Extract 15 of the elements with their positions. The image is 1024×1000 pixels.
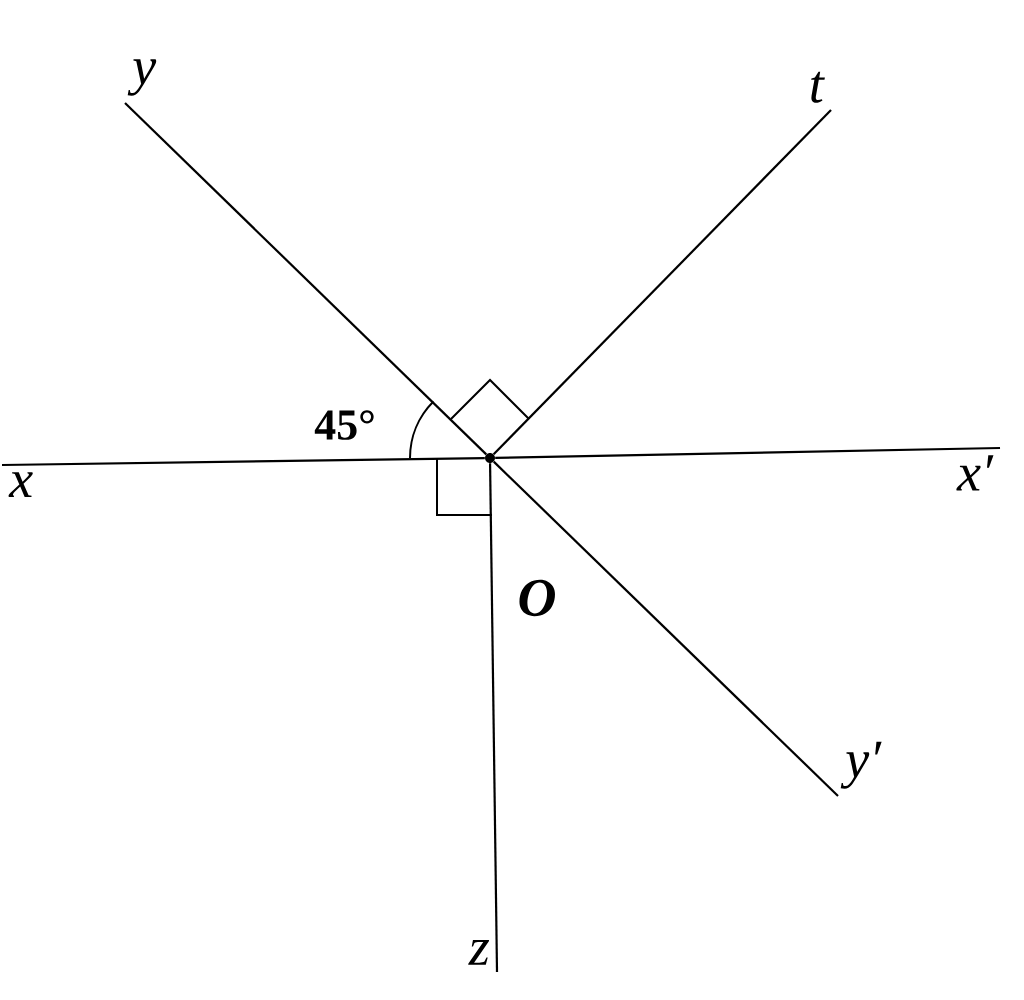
ray-label: x′: [956, 455, 994, 491]
ray-label: z: [468, 940, 490, 965]
ray-line: [492, 109, 832, 456]
angle-label: 45°: [314, 410, 374, 440]
ray-label: y′: [840, 741, 882, 789]
ray-label: y: [127, 59, 157, 96]
point: [485, 453, 495, 463]
ray-label: x: [8, 472, 33, 497]
point-label: O: [519, 579, 555, 617]
ray-line: [124, 102, 488, 456]
ray-line: [489, 463, 499, 972]
ray-line: [2, 456, 485, 467]
ray-line: [492, 460, 839, 797]
ray-label: t: [811, 71, 825, 103]
ray-line: [495, 446, 1001, 459]
